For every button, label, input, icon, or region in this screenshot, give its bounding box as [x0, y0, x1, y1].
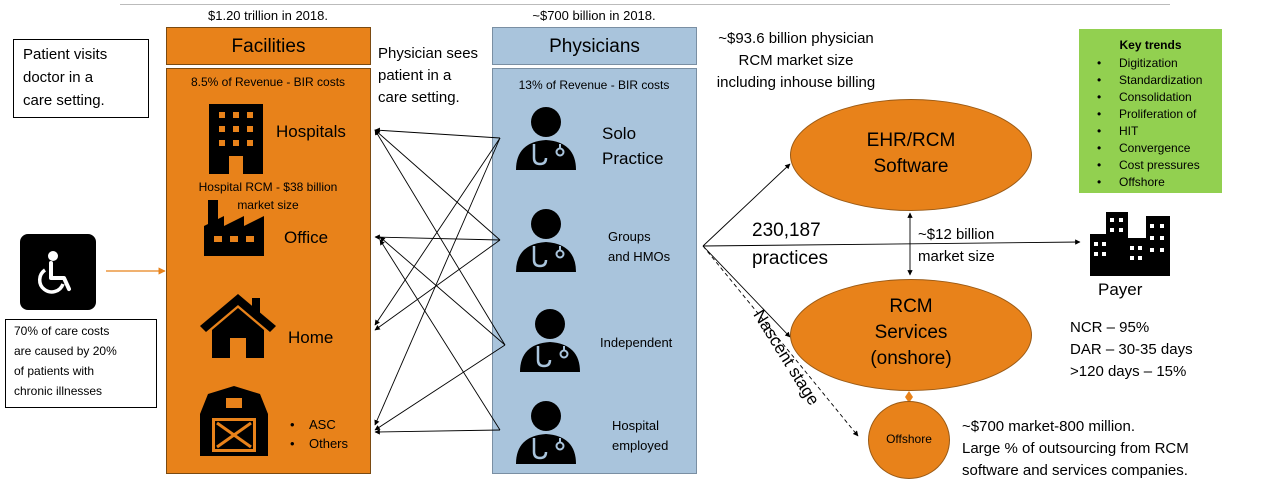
hospital-building-icon: [205, 100, 267, 179]
facilities-panel: [166, 68, 371, 474]
doctor-icon: [512, 398, 580, 471]
others-label: • Others: [290, 436, 349, 451]
market-size-value: ~$12 billion: [918, 226, 995, 243]
wheelchair-icon: [20, 234, 96, 310]
payer-label: Payer: [1098, 280, 1143, 299]
trend-item: Cost pressures: [1097, 157, 1244, 174]
trend-item: Convergence: [1097, 140, 1244, 157]
hospital-rcm-line2: market size: [237, 198, 299, 212]
chronic-illness-note: 70% of care costs are caused by 20% of p…: [5, 319, 157, 408]
payer-over120: >120 days – 15%: [1070, 363, 1187, 380]
payer-buildings-icon: [1088, 210, 1172, 281]
ehr-rcm-software-node: EHR/RCM Software: [790, 99, 1032, 211]
house-icon: [196, 290, 280, 365]
top-rule: [120, 4, 1170, 5]
trend-item: Offshore: [1097, 174, 1244, 191]
groups-line2: and HMOs: [608, 249, 671, 264]
physicians-revenue-note: 13% of Revenue - BIR costs: [518, 78, 670, 92]
hospitals-label: Hospitals: [276, 122, 346, 141]
trend-item: Proliferation of: [1097, 106, 1244, 123]
physicians-top-value: ~$700 billion in 2018.: [532, 8, 656, 23]
trend-item: Standardization: [1097, 72, 1244, 89]
hospital-employed-line1: Hospital: [612, 418, 659, 433]
payer-ncr: NCR – 95%: [1070, 319, 1150, 336]
independent-label: Independent: [600, 335, 673, 350]
trend-item: Digitization: [1097, 55, 1244, 72]
doctor-icon: [512, 206, 580, 279]
home-label: Home: [288, 328, 334, 347]
solo-practice-line2: Practice: [602, 149, 664, 168]
trend-item-continued: HIT: [1097, 123, 1244, 140]
market-size-label: market size: [918, 248, 995, 265]
hospital-employed-line2: employed: [612, 438, 669, 453]
key-trends-title: Key trends: [1119, 38, 1182, 52]
offshore-node: Offshore: [868, 401, 950, 479]
facilities-top-value: $1.20 trillion in 2018.: [208, 8, 328, 23]
trend-item: Consolidation: [1097, 89, 1244, 106]
practices-label: practices: [752, 248, 829, 269]
rcm-services-node: RCM Services (onshore): [790, 279, 1032, 391]
asc-label: • ASC: [290, 417, 336, 432]
patient-visit-note: Patient visits doctor in a care setting.: [13, 39, 149, 118]
practices-count: 230,187: [752, 220, 821, 241]
key-trends-list: Digitization Standardization Consolidati…: [1091, 55, 1244, 191]
barn-icon: [196, 384, 272, 463]
factory-icon: [200, 198, 280, 263]
groups-line1: Groups: [608, 229, 651, 244]
physicians-header: Physicians: [492, 27, 697, 65]
solo-practice-line1: Solo: [602, 124, 637, 143]
key-trends-box: Key trends Digitization Standardization …: [1079, 29, 1222, 193]
hospital-rcm-line1: Hospital RCM - $38 billion: [198, 180, 338, 194]
doctor-icon: [512, 104, 580, 177]
facilities-header: Facilities: [166, 27, 371, 65]
facilities-revenue-note: 8.5% of Revenue - BIR costs: [190, 75, 346, 89]
doctor-icon: [516, 306, 584, 379]
office-label: Office: [284, 228, 329, 247]
payer-dar: DAR – 30-35 days: [1070, 341, 1193, 358]
